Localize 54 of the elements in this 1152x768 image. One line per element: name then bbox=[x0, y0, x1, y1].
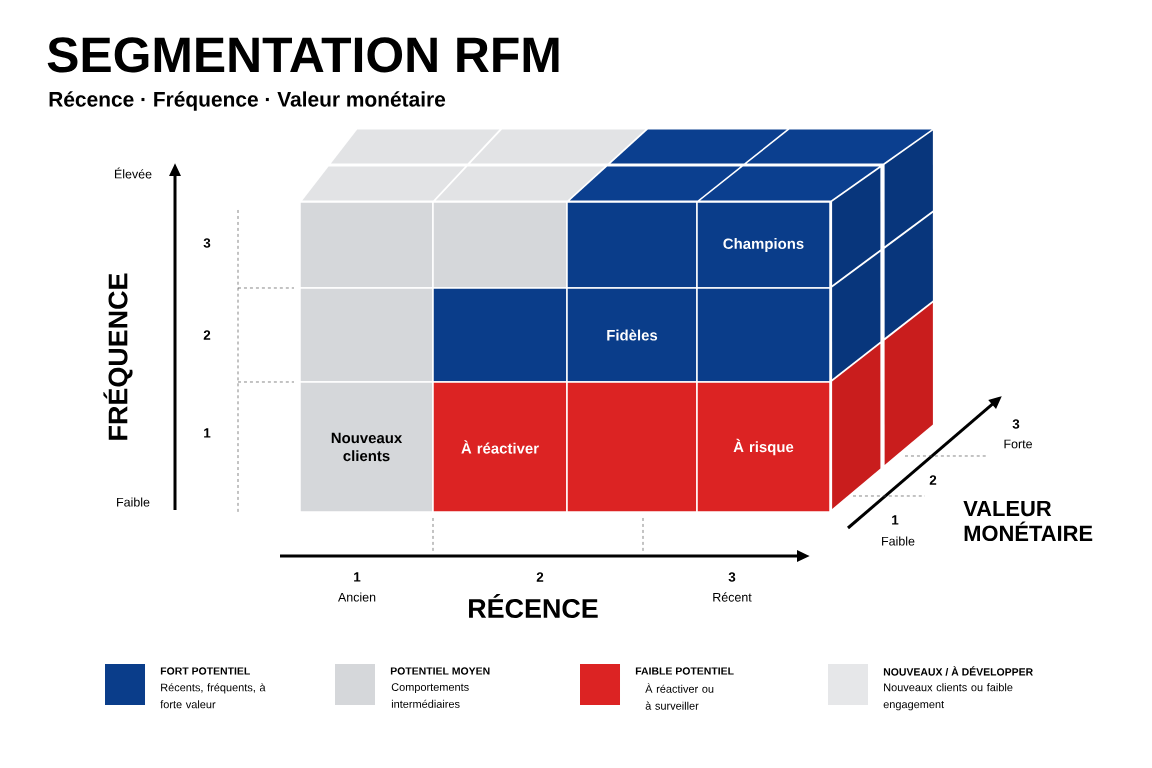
cube-cell bbox=[302, 166, 465, 201]
title: SEGMENTATION RFM bbox=[47, 37, 559, 73]
tick-label: 1 bbox=[204, 428, 211, 438]
axis-title: VALEUR MONÉTAIRE bbox=[963, 500, 1093, 542]
cube-cell bbox=[696, 287, 831, 383]
cube-cell bbox=[330, 129, 500, 164]
cube-cell bbox=[470, 129, 646, 164]
axis-end-label: Récent bbox=[713, 592, 752, 602]
cube-cell bbox=[832, 343, 881, 509]
cube-cell bbox=[569, 166, 741, 201]
legend-description: Nouveaux clients ou faible engagement bbox=[883, 683, 1013, 711]
tick-label: 3 bbox=[728, 572, 736, 582]
legend-label: NOUVEAUX / À DÉVELOPPER bbox=[883, 666, 1033, 676]
legend-label: FAIBLE POTENTIEL bbox=[635, 667, 734, 675]
cube-cell bbox=[432, 201, 568, 289]
axis-title: RÉCENCE bbox=[469, 593, 598, 619]
axis-end-label: Faible bbox=[882, 536, 915, 546]
cube-cell bbox=[832, 167, 881, 286]
tick-label: 3 bbox=[1012, 419, 1020, 429]
segment-cell: À réactiver bbox=[432, 381, 568, 513]
tick-label: 1 bbox=[354, 572, 361, 582]
cube-cell bbox=[700, 166, 880, 201]
segment-cell: À risque bbox=[696, 381, 831, 513]
cube-cell bbox=[832, 251, 881, 380]
segment-cell: Fidèles bbox=[566, 287, 698, 383]
cube-cell bbox=[884, 130, 933, 247]
cube-cell bbox=[610, 129, 787, 164]
axis-end-label: Faible bbox=[117, 497, 150, 507]
segment-cell: Champions bbox=[696, 201, 831, 289]
legend-label: FORT POTENTIEL bbox=[160, 667, 250, 675]
cube-cell bbox=[746, 129, 932, 164]
cube-cell bbox=[566, 381, 698, 513]
cube-cell bbox=[435, 166, 605, 201]
axis-end-label: Élevée bbox=[115, 167, 152, 179]
tick-label: 2 bbox=[203, 330, 211, 340]
cube-cell bbox=[884, 302, 933, 466]
axis-title: FRÉQUENCE bbox=[103, 273, 133, 440]
cube-cell bbox=[299, 287, 434, 383]
axis-end-label: Ancien bbox=[338, 592, 376, 602]
cube-cell bbox=[884, 212, 933, 339]
axis-end-label: Forte bbox=[1004, 439, 1032, 449]
cube-cell bbox=[432, 287, 568, 383]
cube-cell bbox=[299, 201, 434, 289]
tick-label: 2 bbox=[929, 475, 937, 485]
subtitle: Récence · Fréquence · Valeur monétaire bbox=[49, 91, 446, 111]
segment-cell: Nouveaux clients bbox=[299, 381, 434, 513]
tick-label: 3 bbox=[203, 238, 211, 248]
tick-label: 2 bbox=[536, 572, 544, 582]
tick-label: 1 bbox=[892, 515, 899, 525]
legend-description: À réactiver ou à surveiller bbox=[645, 683, 714, 710]
legend-description: Comportements intermédiaires bbox=[391, 683, 469, 708]
legend-description: Récents, fréquents, à forte valeur bbox=[160, 683, 266, 709]
cube-cell bbox=[566, 201, 698, 289]
legend-label: POTENTIEL MOYEN bbox=[390, 667, 490, 675]
